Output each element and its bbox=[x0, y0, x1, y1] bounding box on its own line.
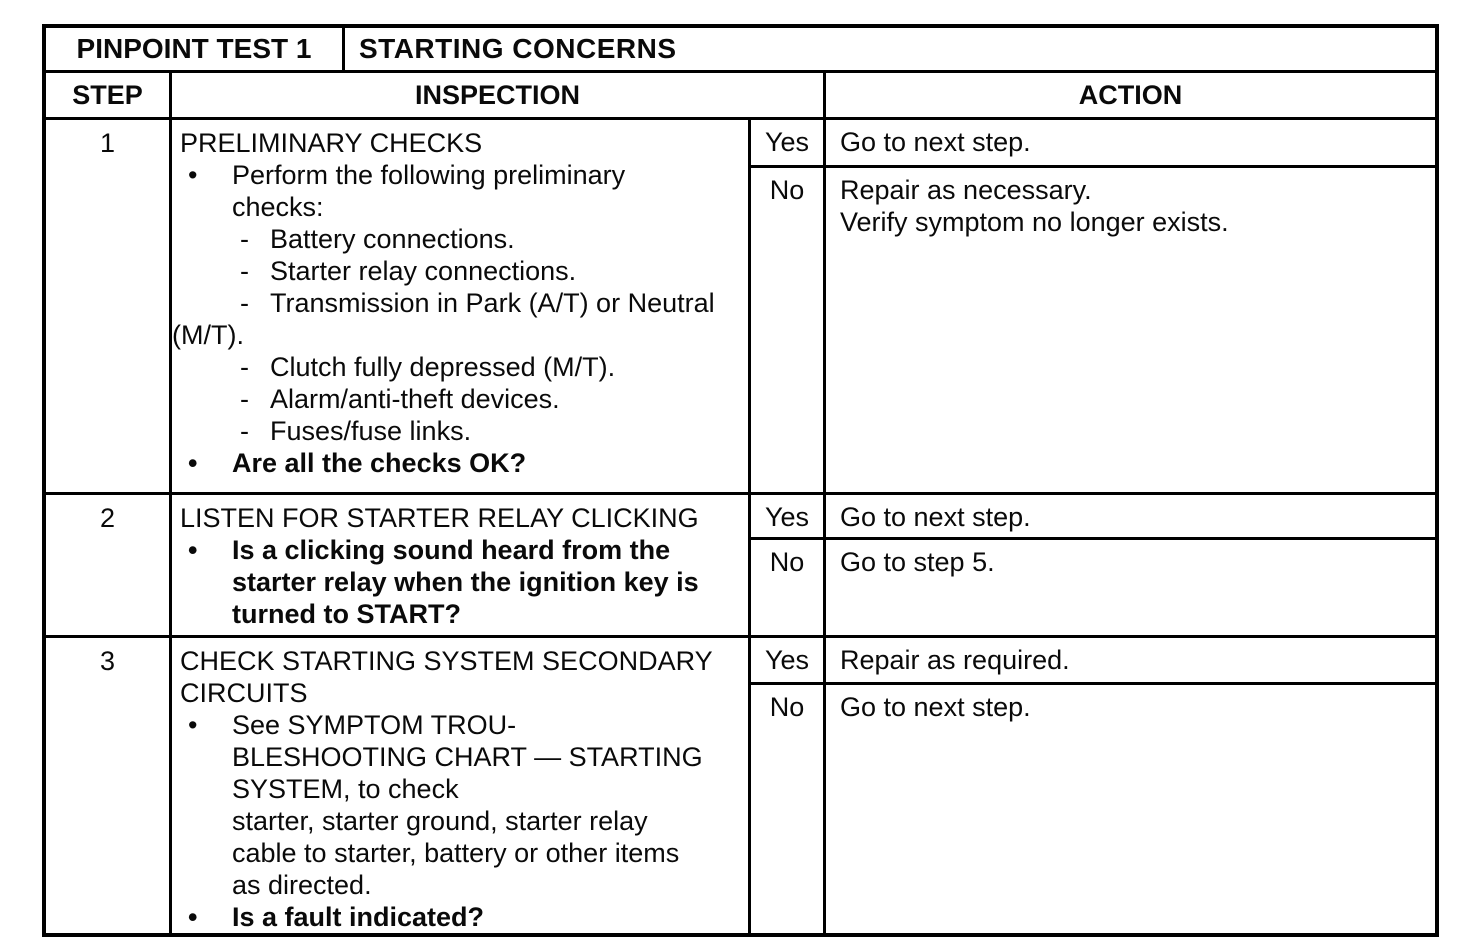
inspection-text: Is a fault indicated? bbox=[232, 902, 485, 932]
action-text: Go to step 5. bbox=[840, 547, 995, 577]
dash-marker: - bbox=[240, 288, 249, 318]
inspection-line: checks: bbox=[232, 192, 324, 222]
inspection-question: • Are all the checks OK? bbox=[172, 447, 742, 479]
inspection-text: Perform the following preliminary bbox=[232, 160, 626, 190]
no-label: No bbox=[751, 168, 826, 492]
yes-result-row: Yes Go to next step. bbox=[751, 495, 1435, 540]
action-cell: Go to next step. bbox=[826, 685, 1435, 933]
yes-label: Yes bbox=[751, 495, 826, 537]
table-title-row: PINPOINT TEST 1 STARTING CONCERNS bbox=[46, 28, 1435, 70]
table-row: 3 CHECK STARTING SYSTEM SECONDARY CIRCUI… bbox=[46, 635, 1435, 933]
inspection-line: cable to starter, battery or other items bbox=[232, 838, 680, 868]
bullet-marker: • bbox=[188, 448, 198, 478]
inspection-text: Battery connections. bbox=[270, 224, 515, 254]
inspection-line: starter, starter ground, starter relay bbox=[232, 806, 648, 836]
inspection-cell: CHECK STARTING SYSTEM SECONDARY CIRCUITS… bbox=[172, 638, 751, 933]
yes-label: Yes bbox=[751, 638, 826, 682]
inspection-line: -Transmission in Park (A/T) or Neutral bbox=[172, 287, 742, 319]
action-text: Repair as required. bbox=[840, 645, 1070, 675]
step-number: 2 bbox=[46, 495, 172, 635]
no-result-row: No Go to next step. bbox=[751, 685, 1435, 933]
inspection-question: starter relay when the ignition key is bbox=[232, 567, 699, 597]
dash-marker: - bbox=[240, 416, 249, 446]
no-result-row: No Go to step 5. bbox=[751, 540, 1435, 635]
inspection-text: Is a clicking sound heard from the bbox=[232, 535, 671, 565]
inspection-question: turned to START? bbox=[232, 599, 461, 629]
inspection-line: -Alarm/anti-theft devices. bbox=[172, 383, 742, 415]
action-cell: Repair as necessary. Verify symptom no l… bbox=[826, 168, 1435, 492]
result-section: Yes Repair as required. No Go to next st… bbox=[751, 638, 1435, 933]
yes-result-row: Yes Repair as required. bbox=[751, 638, 1435, 685]
inspection-heading: LISTEN FOR STARTER RELAY CLICKING bbox=[180, 503, 699, 533]
result-section: Yes Go to next step. No Repair as necess… bbox=[751, 120, 1435, 492]
dash-marker: - bbox=[240, 352, 249, 382]
pinpoint-test-table: PINPOINT TEST 1 STARTING CONCERNS STEP I… bbox=[42, 24, 1439, 937]
inspection-heading: PRELIMINARY CHECKS bbox=[180, 128, 483, 158]
inspection-line: -Fuses/fuse links. bbox=[172, 415, 742, 447]
column-header-row: STEP INSPECTION ACTION bbox=[46, 70, 1435, 117]
dash-marker: - bbox=[240, 384, 249, 414]
action-text: Verify symptom no longer exists. bbox=[840, 207, 1229, 237]
no-result-row: No Repair as necessary. Verify symptom n… bbox=[751, 168, 1435, 492]
dash-marker: - bbox=[240, 224, 249, 254]
table-row: 1 PRELIMINARY CHECKS • Perform the follow… bbox=[46, 117, 1435, 492]
inspection-text: See SYMPTOM TROU- bbox=[232, 710, 517, 740]
bullet-marker: • bbox=[188, 902, 198, 932]
bullet-marker: • bbox=[188, 710, 198, 740]
yes-label: Yes bbox=[751, 120, 826, 165]
inspection-line: -Clutch fully depressed (M/T). bbox=[172, 351, 742, 383]
inspection-line: as directed. bbox=[232, 870, 372, 900]
test-title: STARTING CONCERNS bbox=[359, 33, 677, 64]
no-label: No bbox=[751, 540, 826, 635]
inspection-line: BLESHOOTING CHART — STARTING bbox=[232, 742, 703, 772]
inspection-line: SYSTEM, to check bbox=[232, 774, 459, 804]
pinpoint-test-label: PINPOINT TEST 1 bbox=[46, 28, 345, 70]
action-text: Go to next step. bbox=[840, 502, 1031, 532]
step-number: 1 bbox=[46, 120, 172, 492]
inspection-column-header: INSPECTION bbox=[172, 73, 826, 117]
action-cell: Repair as required. bbox=[826, 638, 1435, 682]
inspection-text: Are all the checks OK? bbox=[232, 448, 527, 478]
result-section: Yes Go to next step. No Go to step 5. bbox=[751, 495, 1435, 635]
action-cell: Go to next step. bbox=[826, 120, 1435, 165]
action-cell: Go to step 5. bbox=[826, 540, 1435, 635]
inspection-text: Clutch fully depressed (M/T). bbox=[270, 352, 616, 382]
inspection-heading: CIRCUITS bbox=[180, 678, 308, 708]
bullet-marker: • bbox=[188, 535, 198, 565]
action-text: Go to next step. bbox=[840, 127, 1031, 157]
inspection-cell: PRELIMINARY CHECKS • Perform the followin… bbox=[172, 120, 751, 492]
action-column-header: ACTION bbox=[1078, 80, 1183, 110]
action-text: Go to next step. bbox=[840, 692, 1031, 722]
inspection-line: • Perform the following preliminary bbox=[172, 159, 742, 191]
inspection-line: (M/T). bbox=[172, 320, 244, 350]
inspection-line: • See SYMPTOM TROU- bbox=[172, 709, 742, 741]
bullet-marker: • bbox=[188, 160, 198, 190]
table-row: 2 LISTEN FOR STARTER RELAY CLICKING • Is … bbox=[46, 492, 1435, 635]
inspection-question: • Is a fault indicated? bbox=[172, 901, 742, 933]
inspection-text: Starter relay connections. bbox=[270, 256, 577, 286]
inspection-line: -Starter relay connections. bbox=[172, 255, 742, 287]
inspection-text: Fuses/fuse links. bbox=[270, 416, 472, 446]
inspection-line: -Battery connections. bbox=[172, 223, 742, 255]
step-number: 3 bbox=[46, 638, 172, 933]
inspection-cell: LISTEN FOR STARTER RELAY CLICKING • Is a … bbox=[172, 495, 751, 635]
inspection-text: Transmission in Park (A/T) or Neutral bbox=[270, 288, 715, 318]
inspection-heading: CHECK STARTING SYSTEM SECONDARY bbox=[180, 646, 713, 676]
inspection-text: Alarm/anti-theft devices. bbox=[270, 384, 560, 414]
action-text: Repair as necessary. bbox=[840, 175, 1092, 205]
dash-marker: - bbox=[240, 256, 249, 286]
inspection-question: • Is a clicking sound heard from the bbox=[172, 534, 742, 566]
no-label: No bbox=[751, 685, 826, 933]
step-column-header: STEP bbox=[46, 73, 172, 117]
yes-result-row: Yes Go to next step. bbox=[751, 120, 1435, 168]
action-cell: Go to next step. bbox=[826, 495, 1435, 537]
